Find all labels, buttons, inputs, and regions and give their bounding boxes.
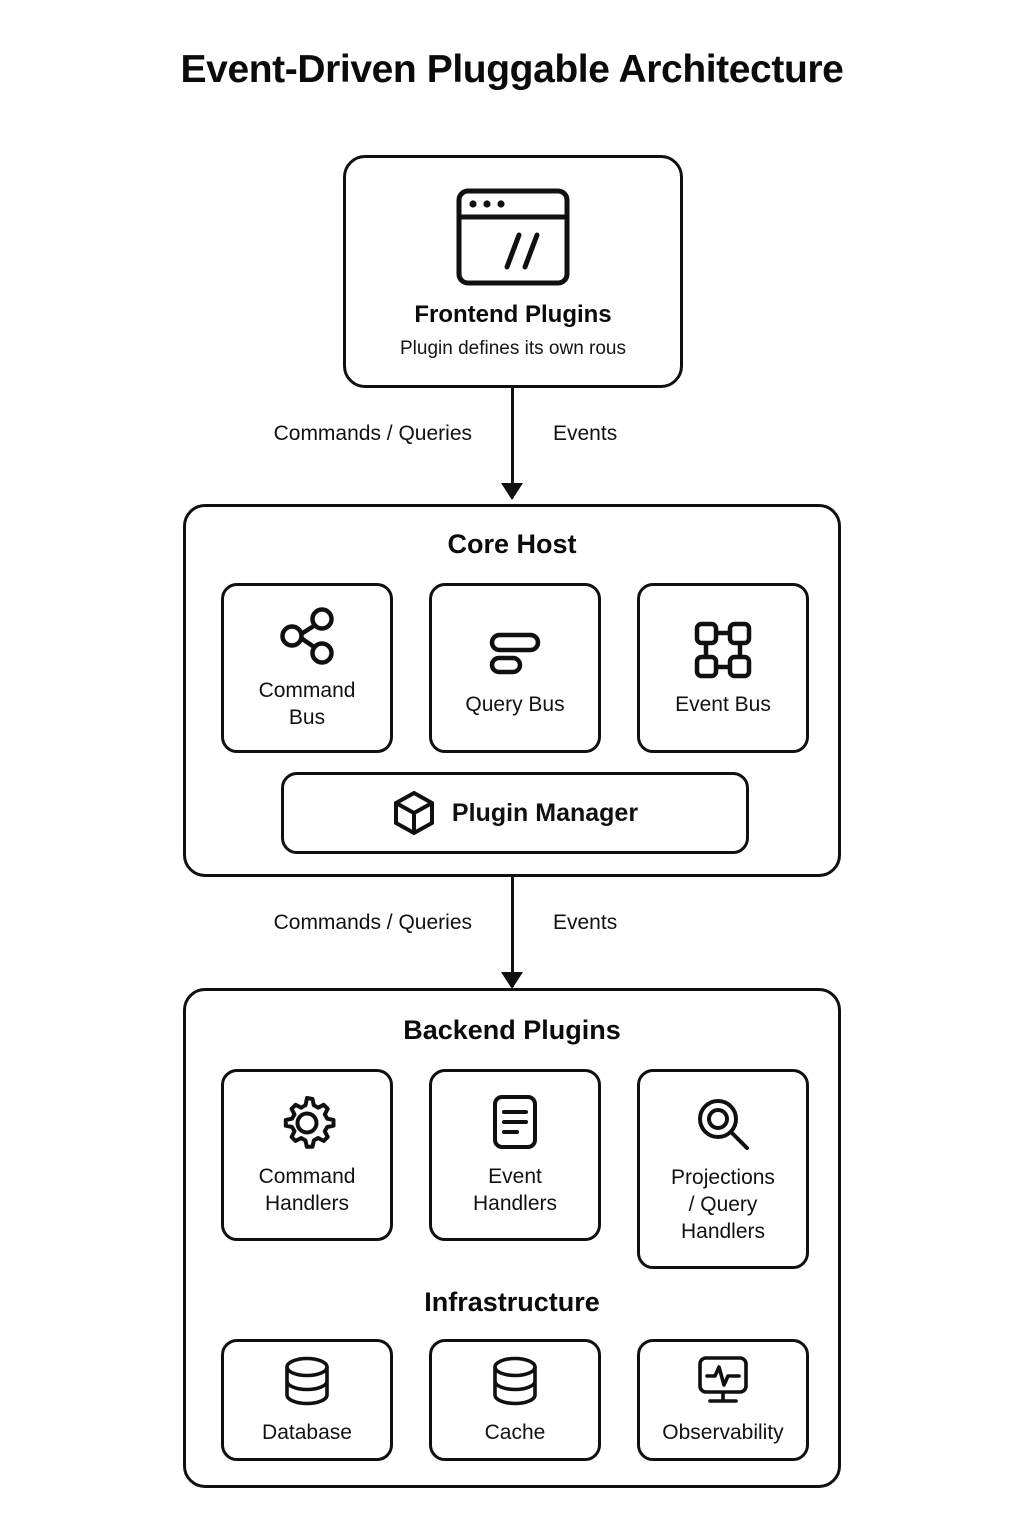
core-card-query-bus[interactable]: Query Bus bbox=[429, 583, 601, 753]
connector-label-commands-queries: Commands / Queries bbox=[273, 422, 472, 445]
browser-window-code-icon bbox=[455, 187, 571, 287]
infra-card-label: Observability bbox=[662, 1420, 784, 1444]
document-lines-icon bbox=[487, 1093, 543, 1153]
frontend-plugins-node[interactable]: Frontend Plugins Plugin defines its own … bbox=[343, 155, 683, 388]
core-card-label: Query Bus bbox=[465, 692, 565, 716]
backend-card-label-line3: Handlers bbox=[680, 1219, 766, 1243]
backend-card-label-line1: Event bbox=[488, 1165, 542, 1188]
core-card-event-bus[interactable]: Event Bus bbox=[637, 583, 809, 753]
list-bars-icon bbox=[484, 619, 546, 681]
connector-line bbox=[511, 877, 514, 987]
page-title: Event-Driven Pluggable Architecture bbox=[180, 48, 844, 91]
cache-cylinder-icon bbox=[489, 1355, 541, 1409]
backend-card-label-line2: Handlers bbox=[472, 1192, 558, 1215]
backend-plugins-title: Backend Plugins bbox=[403, 1015, 621, 1045]
monitor-pulse-icon bbox=[695, 1355, 751, 1409]
backend-card-label-line2: / Query bbox=[688, 1192, 758, 1216]
backend-card-label-line1: Command bbox=[258, 1165, 356, 1188]
infrastructure-card-row: Database Cache bbox=[221, 1339, 809, 1461]
cube-box-icon bbox=[392, 790, 436, 836]
connector-label-events: Events bbox=[553, 422, 618, 445]
backend-card-label-line1: Projections bbox=[671, 1165, 775, 1189]
magnifier-icon bbox=[693, 1094, 753, 1154]
core-host-title: Core Host bbox=[447, 529, 577, 559]
infra-card-cache[interactable]: Cache bbox=[429, 1339, 601, 1461]
connector-label-commands-queries: Commands / Queries bbox=[273, 911, 472, 934]
frontend-plugins-subtitle: Plugin defines its own rous bbox=[399, 338, 626, 359]
connector-frontend-to-core: Commands / Queries Events bbox=[0, 388, 1024, 500]
database-cylinder-icon bbox=[281, 1355, 333, 1409]
core-card-label-line1: Command bbox=[258, 679, 356, 702]
infra-card-label: Database bbox=[262, 1420, 352, 1444]
infra-card-label: Cache bbox=[484, 1420, 546, 1444]
four-nodes-grid-icon bbox=[692, 619, 754, 681]
gear-icon bbox=[277, 1093, 337, 1153]
plugin-manager-card[interactable]: Plugin Manager bbox=[281, 772, 749, 854]
backend-card-label-line2: Handlers bbox=[264, 1192, 350, 1215]
connector-core-to-backend: Commands / Queries Events bbox=[0, 877, 1024, 989]
core-card-label: Event Bus bbox=[675, 692, 771, 716]
infrastructure-title: Infrastructure bbox=[424, 1287, 600, 1317]
frontend-plugins-title: Frontend Plugins bbox=[414, 301, 612, 328]
connector-arrowhead-icon bbox=[501, 972, 523, 989]
connector-line bbox=[511, 388, 514, 498]
infra-card-database[interactable]: Database bbox=[221, 1339, 393, 1461]
plugin-manager-label: Plugin Manager bbox=[451, 798, 639, 827]
share-network-icon bbox=[276, 605, 338, 667]
connector-label-events: Events bbox=[553, 911, 618, 934]
infra-card-observability[interactable]: Observability bbox=[637, 1339, 809, 1461]
core-card-label-line2: Bus bbox=[288, 706, 326, 729]
connector-arrowhead-icon bbox=[501, 483, 523, 500]
